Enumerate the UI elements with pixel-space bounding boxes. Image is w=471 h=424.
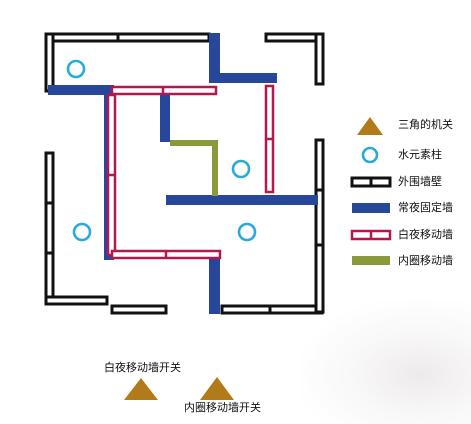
legend-label-pillar: 水元素柱	[398, 148, 442, 161]
inner-switch-triangle[interactable]	[200, 377, 234, 400]
outer-wall	[110, 304, 168, 315]
legend-label-fixed-wall: 常夜固定墙	[398, 201, 453, 214]
fixed-wall-swatch	[352, 203, 390, 213]
outer-wall	[264, 32, 324, 43]
outer-wall	[314, 32, 325, 86]
water-pillar	[66, 59, 86, 79]
fixed-wall	[166, 195, 318, 205]
inner-wall-swatch	[352, 256, 390, 265]
fixed-wall	[209, 73, 277, 83]
water-pillars	[66, 59, 257, 242]
outer-wall	[44, 151, 55, 305]
outer-wall	[44, 295, 109, 306]
triangle-icon	[357, 117, 383, 135]
outer-wall	[44, 32, 55, 93]
legend-label-inner-wall: 内圈移动墙	[398, 254, 453, 267]
water-pillar	[72, 222, 92, 242]
legend-label-outer-wall: 外围墙壁	[398, 175, 442, 188]
outer-walls	[44, 32, 325, 315]
switch-triangles	[124, 377, 234, 400]
fixed-wall	[160, 92, 170, 142]
outer-wall	[314, 138, 325, 314]
legend-label-moving-wall: 白夜移动墙	[398, 228, 453, 241]
circle-icon	[361, 146, 379, 164]
inner-switch-label: 内圈移动墙开关	[184, 401, 261, 414]
inner-wall	[170, 140, 218, 146]
fixed-wall	[48, 85, 110, 95]
water-pillar	[237, 222, 257, 242]
fixed-wall	[209, 33, 220, 81]
fixed-wall	[209, 258, 220, 314]
legend-icons	[350, 117, 392, 265]
fixed-walls	[48, 33, 318, 314]
inner-wall	[212, 140, 218, 196]
outer-wall	[44, 32, 211, 43]
moving-walls	[106, 84, 275, 260]
outer-wall	[220, 304, 324, 315]
day-night-switch-triangle[interactable]	[124, 378, 158, 400]
legend-label-triangle: 三角的机关	[398, 118, 453, 131]
inner-walls	[170, 140, 218, 196]
water-pillar	[231, 159, 251, 179]
day-night-switch-label: 白夜移动墙开关	[104, 361, 181, 374]
